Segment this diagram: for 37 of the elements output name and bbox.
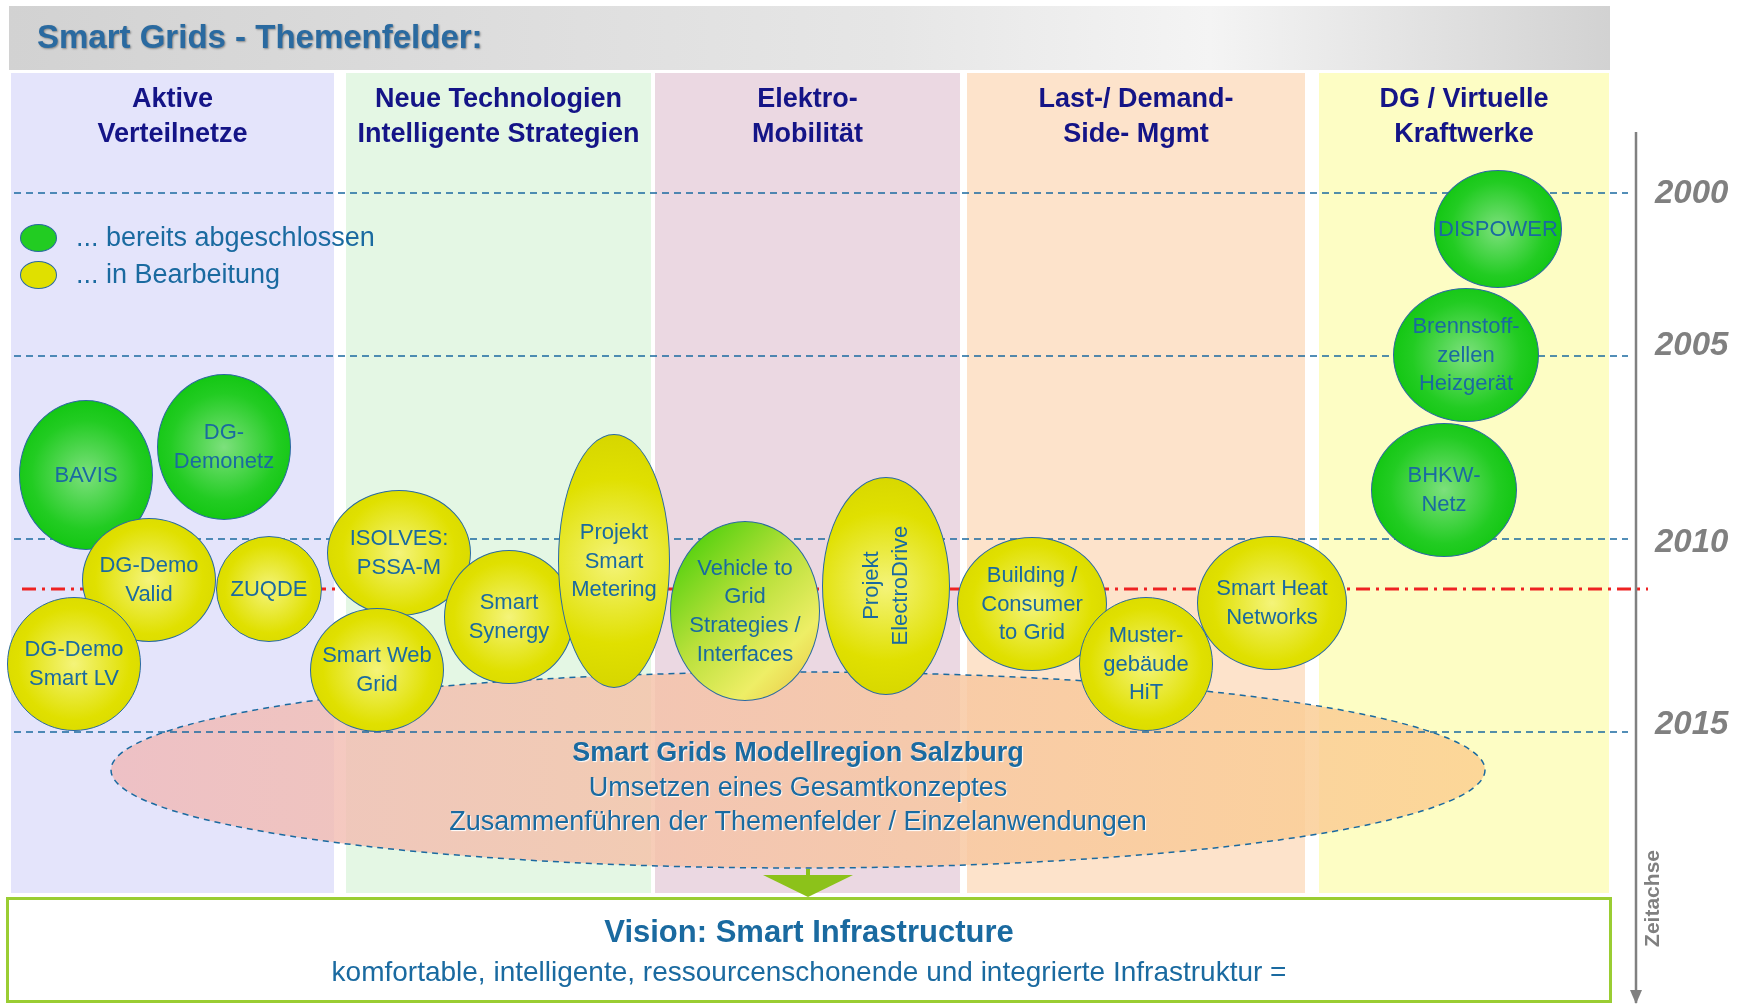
project-label: DG- Demonetz — [172, 418, 276, 475]
column-heading: Neue Technologien Intelligente Strategien — [356, 82, 641, 150]
column-heading: Elektro- Mobilität — [751, 82, 864, 150]
vision-heading: Vision: Smart Infrastructure — [604, 914, 1014, 950]
project-label: BHKW- Netz — [1406, 461, 1482, 518]
project-label: BAVIS — [53, 460, 119, 489]
column-heading: Aktive Verteilnetze — [96, 82, 249, 150]
vision-text: komfortable, intelligente, ressourcenschonende und integrierte Infrastruktur = — [331, 956, 1287, 988]
project-label: Smart Heat Networks — [1215, 574, 1329, 631]
region-text: Zusammenführen der Themenfelder / Einzelanwendungen — [449, 806, 1147, 837]
year-label: 2010 — [1655, 522, 1729, 560]
project-label: DG-Demo Smart LV — [23, 635, 125, 692]
year-label: 2015 — [1655, 704, 1729, 742]
column-heading: Last-/ Demand-Side- Mgmt — [1037, 82, 1235, 150]
project-label: Vehicle to Grid Strategies / Interfaces — [688, 553, 802, 668]
project-label: ISOLVES: PSSA-M — [348, 524, 450, 581]
project-label: Building / Consumer to Grid — [980, 561, 1084, 647]
project-label: Projekt Smart Metering — [570, 518, 658, 604]
region-text: Umsetzen eines Gesamtkonzeptes — [588, 772, 1008, 803]
column-heading: DG / Virtuelle Kraftwerke — [1378, 82, 1550, 150]
axis-label: Zeitachse — [1640, 850, 1664, 947]
legend-text: ... in Bearbeitung — [76, 259, 281, 290]
year-label: 2000 — [1655, 173, 1729, 211]
project-label: Projekt ElectroDrive — [857, 525, 913, 648]
legend-text: ... bereits abgeschlossen — [76, 222, 375, 253]
diagram-title: Smart Grids - Themenfelder: — [37, 18, 483, 56]
project-label: DG-Demo Valid — [98, 551, 200, 608]
project-label: Smart Web Grid — [321, 641, 433, 698]
project-label: Brennstoff- zellen Heizgerät — [1411, 312, 1521, 398]
project-label: DISPOWER — [1437, 214, 1559, 243]
arrow — [763, 869, 853, 897]
region-heading: Smart Grids Modellregion Salzburg — [572, 737, 1024, 768]
project-label: Smart Synergy — [467, 588, 551, 645]
vision-box — [6, 897, 1612, 1003]
project-label: ZUQDE — [229, 574, 309, 603]
year-label: 2005 — [1655, 325, 1729, 363]
project-label: Muster- gebäude HiT — [1102, 621, 1190, 707]
